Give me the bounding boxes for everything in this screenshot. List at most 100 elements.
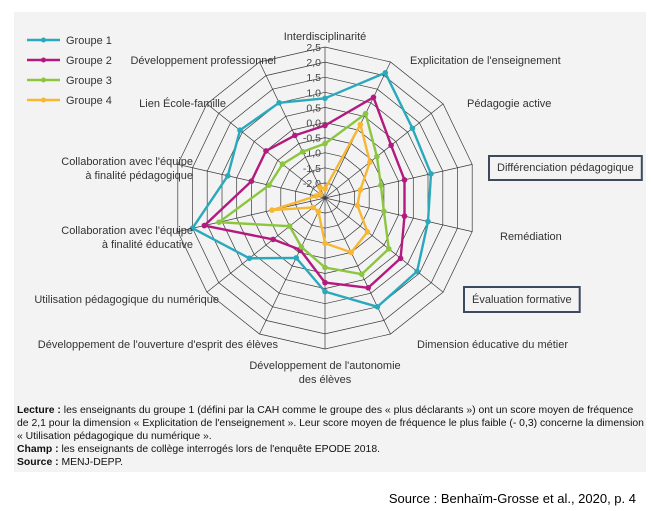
axis-label-line: Développement de l'autonomie [249,360,400,372]
data-point-groupe-1 [225,173,231,179]
champ-label: Champ : [17,444,59,455]
data-point-groupe-3 [381,208,387,215]
grid-spoke [324,197,473,232]
data-point-groupe-4 [364,229,371,235]
data-point-groupe-2 [292,132,298,139]
data-point-groupe-3 [279,161,286,167]
lecture-label: Lecture : [17,405,61,416]
data-point-groupe-2 [201,222,208,229]
data-point-groupe-1 [409,125,416,132]
axis-label-utilisation-pedagogique-du-numerique: Utilisation pédagogique du numérique [34,294,219,306]
data-point-groupe-4 [317,191,324,197]
axis-label-line: Utilisation pédagogique du numérique [34,294,219,306]
grid-spoke [324,197,444,293]
champ-text: les enseignants de collège interrogés lo… [58,444,380,455]
data-point-groupe-4 [315,208,322,215]
data-point-groupe-3 [378,182,384,188]
data-point-groupe-4 [322,240,328,247]
tick-label: -1,5 [303,163,321,175]
axis-label-explicitation-de-l-enseignement: Explicitation de l'enseignement [410,55,561,67]
data-point-groupe-1 [322,95,328,102]
axis-label-interdisciplinarite: Interdisciplinarité [284,31,367,43]
axis-label-lien-ecole-famille: Lien École-famille [139,97,226,110]
axis-label-collaboration-avec-l-equipe-a-finalite-educative: Collaboration avec l'équipe à finalité éd… [61,225,193,251]
grid-spoke [324,164,473,199]
chart-panel [14,12,646,400]
lecture-text-1: les enseignants du groupe 1 (défini par … [60,405,634,416]
data-point-groupe-3 [298,244,305,250]
axis-label-line: Pédagogie active [467,98,551,110]
legend-marker [41,37,46,43]
axis-label-evaluation-formative: Évaluation formative [472,293,572,306]
data-point-groupe-3 [299,148,306,155]
axis-label-line: Interdisciplinarité [284,31,367,43]
data-point-groupe-4 [354,202,361,209]
radar-series [189,70,434,310]
data-point-groupe-1 [322,288,328,295]
data-point-groupe-3 [374,153,380,160]
legend-label-groupe-2: Groupe 2 [66,55,112,67]
data-point-groupe-3 [362,110,369,117]
data-point-groupe-4 [357,187,364,193]
axis-label-line: Collaboration avec l'équipe [61,225,193,237]
grid-spoke [324,103,444,199]
axis-label-dimension-educative-du-metier: Dimension éducative du métier [417,339,568,351]
data-point-groupe-1 [276,100,282,106]
axis-label-line: Explicitation de l'enseignement [410,55,561,67]
legend-marker [41,77,46,83]
axis-label-line: Dimension éducative du métier [417,339,568,351]
axis-label-pedagogie-active: Pédagogie active [467,98,551,110]
data-point-groupe-4 [367,159,373,165]
data-point-groupe-1 [246,255,253,262]
caption-lecture-line-3: « Utilisation pédagogique du numérique »… [17,431,212,442]
axis-label-developpement-de-l-ouverture-d-esprit-des-eleves: Développement de l'ouverture d'esprit de… [38,339,279,351]
tick-label: 1,0 [306,87,321,99]
data-point-groupe-3 [322,264,328,271]
axis-label-differenciation-pedagogique: Différenciation pédagogique [497,162,634,174]
radar-tick-labels: 2,52,01,51,00,50,0-0,5-1,0-1,5-2,0 [303,42,321,190]
legend-marker [41,57,46,63]
axis-label-line: Remédiation [500,231,562,243]
tick-label: 2,0 [306,57,321,69]
highlight-boxes [463,155,643,313]
tick-label: 2,5 [306,42,321,54]
highlight-box [488,155,643,181]
caption-champ: Champ : les enseignants de collège inter… [17,443,646,456]
chart-caption: Lecture : les enseignants du groupe 1 (d… [14,400,646,472]
data-point-groupe-3 [322,140,328,147]
axis-label-developpement-professionnel: Développement professionnel [130,55,276,67]
axis-label-line: Lien École-famille [139,97,226,110]
data-point-groupe-4 [357,121,364,128]
legend-marker [41,97,46,103]
data-point-groupe-4 [310,204,317,211]
data-point-groupe-2 [401,213,408,219]
legend-label-groupe-1: Groupe 1 [66,35,112,47]
axis-label-line: à finalité éducative [102,239,193,251]
data-point-groupe-2 [388,142,394,149]
data-point-groupe-1 [374,304,381,310]
tick-label: -2,0 [303,178,321,190]
data-point-groupe-3 [386,246,392,252]
source-text: MENJ-DEPP. [58,457,124,468]
axis-label-line: Évaluation formative [472,293,572,306]
caption-lecture-line-1: Lecture : les enseignants du groupe 1 (d… [17,404,646,417]
axis-label-line: des élèves [299,374,352,386]
tick-label: 1,5 [306,72,321,84]
tick-label: 0,0 [306,118,321,130]
data-point-groupe-2 [370,94,377,101]
data-point-groupe-2 [322,279,328,286]
source-label: Source : [17,457,59,468]
axis-label-developpement-de-l-autonomie-des-eleves: Développement de l'autonomie des élèves [249,360,400,386]
data-point-groupe-3 [216,219,222,225]
tick-label: 0,5 [306,102,321,114]
data-point-groupe-3 [266,182,272,188]
data-point-groupe-2 [397,255,404,262]
axis-label-remediation: Remédiation [500,231,562,243]
data-point-groupe-1 [189,225,196,231]
data-point-groupe-1 [293,255,300,261]
data-point-groupe-4 [317,184,323,190]
axis-label-line: Collaboration avec l'équipe [61,156,193,168]
data-point-groupe-4 [269,207,275,213]
data-point-groupe-2 [322,122,328,129]
